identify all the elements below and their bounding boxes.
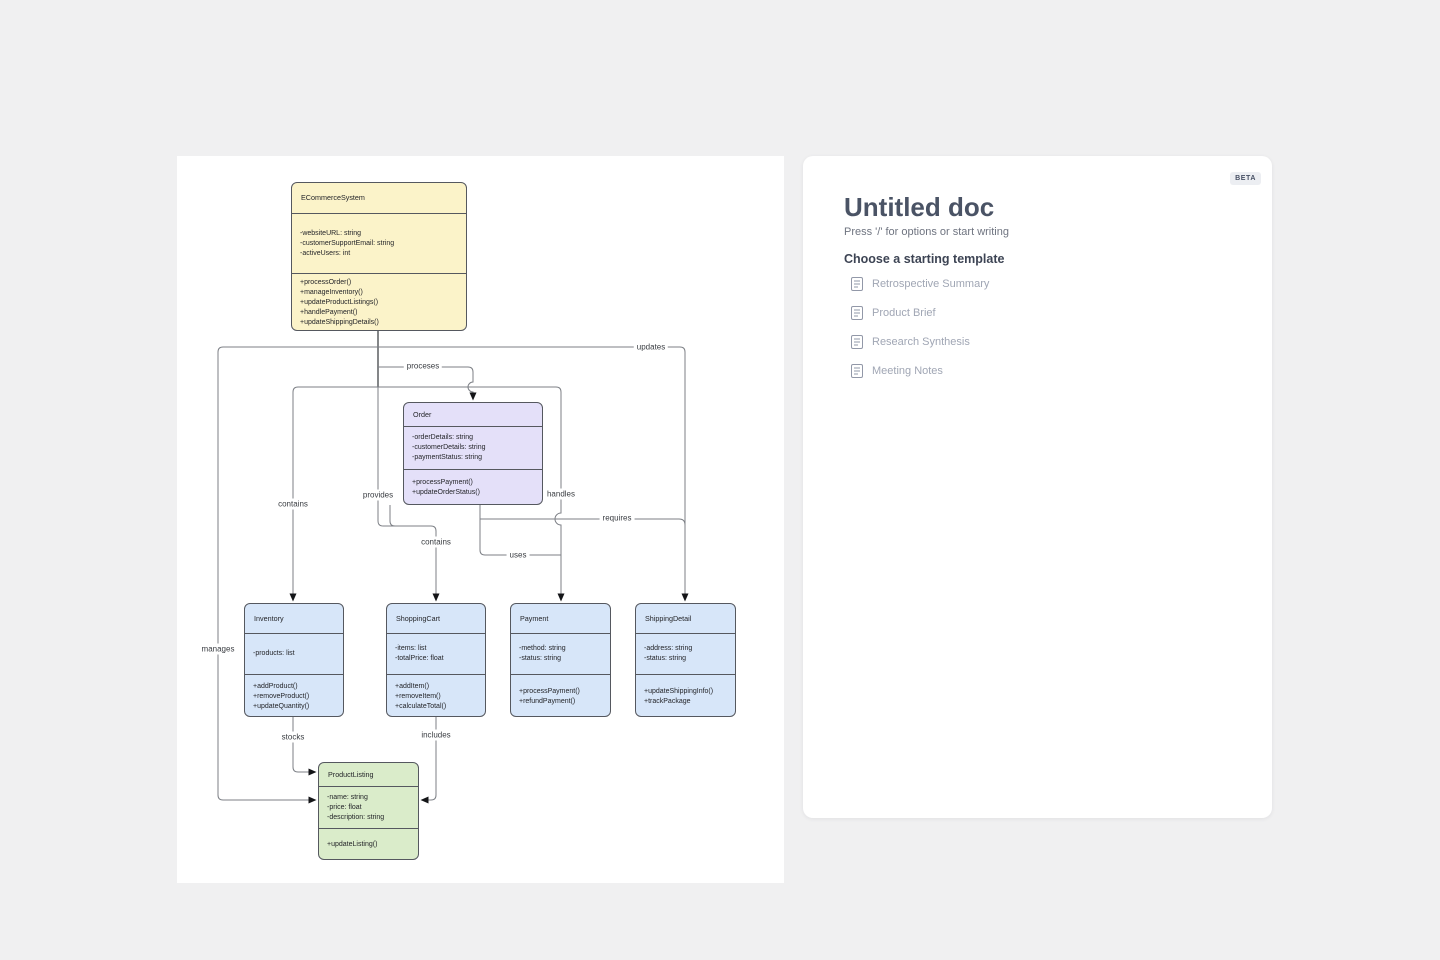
class-method: +processPayment() (412, 479, 473, 486)
class-method: +calculateTotal() (395, 702, 447, 710)
class-inventory[interactable]: Inventory -products: list +addProduct() … (244, 603, 344, 717)
class-attribute: -activeUsers: int (300, 249, 351, 257)
class-method: +updateShippingDetails() (300, 319, 379, 326)
connector-layer (217, 331, 689, 804)
template-item-retrospective-summary[interactable]: Retrospective Summary (851, 274, 989, 294)
class-method: +handlePayment() (300, 309, 358, 316)
class-shoppingcart[interactable]: ShoppingCart -items: list -totalPrice: f… (386, 603, 486, 717)
doc-panel: BETA Untitled doc Press '/' for options … (803, 156, 1272, 818)
class-method: +addItem() (395, 682, 430, 690)
class-methods: +processPayment() +refundPayment() (511, 674, 610, 716)
class-attributes: -address: string -status: string (636, 633, 735, 674)
template-label: Meeting Notes (872, 365, 943, 377)
edge-label-manages: manages (198, 643, 238, 655)
class-productlisting[interactable]: ProductListing -name: string -price: flo… (318, 762, 419, 860)
template-item-research-synthesis[interactable]: Research Synthesis (851, 332, 989, 352)
class-method: +addProduct() (253, 682, 298, 690)
class-attributes: -products: list (245, 633, 343, 674)
class-attribute: -name: string (327, 793, 368, 801)
class-method: +updateShippingInfo() (644, 687, 714, 695)
class-method: +refundPayment() (519, 697, 576, 705)
document-icon (851, 277, 863, 291)
class-order[interactable]: Order -orderDetails: string -customerDet… (403, 402, 543, 505)
class-name: ProductListing (328, 769, 374, 779)
class-method: +updateProductListings() (300, 299, 379, 306)
edge-label-contains-inventory: contains (275, 498, 311, 510)
class-attribute: -price: float (327, 803, 362, 811)
class-attribute: -websiteURL: string (300, 229, 362, 237)
document-icon (851, 335, 863, 349)
edge-label-uses: uses (506, 549, 530, 561)
edge-label-provides: provides (359, 489, 397, 501)
class-method: +manageInventory() (300, 289, 363, 296)
class-methods: +updateShippingInfo() +trackPackage (636, 674, 735, 716)
doc-editor-placeholder[interactable]: Press '/' for options or start writing (844, 226, 1009, 238)
class-method: +processOrder() (300, 279, 352, 286)
class-method: +removeProduct() (253, 692, 310, 700)
class-methods: +processPayment() +updateOrderStatus() (404, 469, 542, 504)
class-attributes: -items: list -totalPrice: float (387, 633, 485, 674)
document-icon (851, 364, 863, 378)
class-attribute: -status: string (644, 655, 687, 662)
edge-label-handles: handles (543, 488, 579, 500)
class-method: +trackPackage (644, 697, 691, 705)
edge-label-requires: requires (599, 512, 635, 524)
edge-label-updates: updates (633, 341, 669, 353)
class-name: ShippingDetail (645, 613, 692, 623)
class-attribute: -method: string (519, 645, 566, 652)
template-label: Research Synthesis (872, 336, 970, 348)
class-method: +updateQuantity() (253, 702, 310, 710)
edge-label-includes: includes (418, 729, 454, 741)
class-methods: +addProduct() +removeProduct() +updateQu… (245, 674, 343, 716)
edge-label-stocks: stocks (278, 731, 308, 743)
class-attribute: -orderDetails: string (412, 434, 474, 441)
class-name: Payment (520, 613, 549, 623)
class-attribute: -paymentStatus: string (412, 454, 483, 461)
diagram-canvas[interactable]: updates proceses contains provides handl… (177, 156, 784, 883)
template-label: Product Brief (872, 307, 936, 319)
class-attribute: -customerDetails: string (412, 444, 486, 451)
doc-title[interactable]: Untitled doc (844, 192, 995, 222)
class-attribute: -items: list (395, 645, 427, 652)
class-name: Order (413, 409, 432, 419)
class-name: ECommerceSystem (301, 193, 365, 202)
class-attributes: -method: string -status: string (511, 633, 610, 674)
class-methods: +processOrder() +manageInventory() +upda… (292, 273, 466, 330)
class-attribute: -address: string (644, 645, 693, 652)
edge-label-contains-cart: contains (418, 536, 454, 548)
class-method: +updateOrderStatus() (412, 489, 480, 496)
template-list: Retrospective Summary Product Brief Rese… (851, 274, 989, 390)
templates-heading: Choose a starting template (844, 252, 1005, 266)
class-attribute: -products: list (253, 650, 295, 657)
class-attribute: -status: string (519, 655, 562, 662)
class-name: ShoppingCart (396, 613, 440, 623)
class-methods: +updateListing() (319, 828, 418, 859)
class-shippingdetail[interactable]: ShippingDetail -address: string -status:… (635, 603, 736, 717)
class-attribute: -customerSupportEmail: string (300, 239, 395, 247)
beta-badge: BETA (1230, 172, 1261, 185)
class-method: +updateListing() (327, 841, 378, 848)
class-attributes: -orderDetails: string -customerDetails: … (404, 426, 542, 469)
template-item-product-brief[interactable]: Product Brief (851, 303, 989, 323)
class-methods: +addItem() +removeItem() +calculateTotal… (387, 674, 485, 716)
class-attributes: -websiteURL: string -customerSupportEmai… (292, 213, 466, 273)
document-icon (851, 306, 863, 320)
class-method: +processPayment() (519, 687, 580, 695)
edge-label-processes: proceses (403, 360, 443, 372)
template-label: Retrospective Summary (872, 278, 990, 290)
class-name: Inventory (254, 613, 284, 623)
class-payment[interactable]: Payment -method: string -status: string … (510, 603, 611, 717)
class-attribute: -totalPrice: float (395, 655, 444, 662)
class-attributes: -name: string -price: float -description… (319, 786, 418, 828)
class-method: +removeItem() (395, 692, 441, 700)
class-attribute: -description: string (327, 813, 385, 821)
class-ecommercesystem[interactable]: ECommerceSystem -websiteURL: string -cus… (291, 182, 467, 331)
template-item-meeting-notes[interactable]: Meeting Notes (851, 361, 989, 381)
